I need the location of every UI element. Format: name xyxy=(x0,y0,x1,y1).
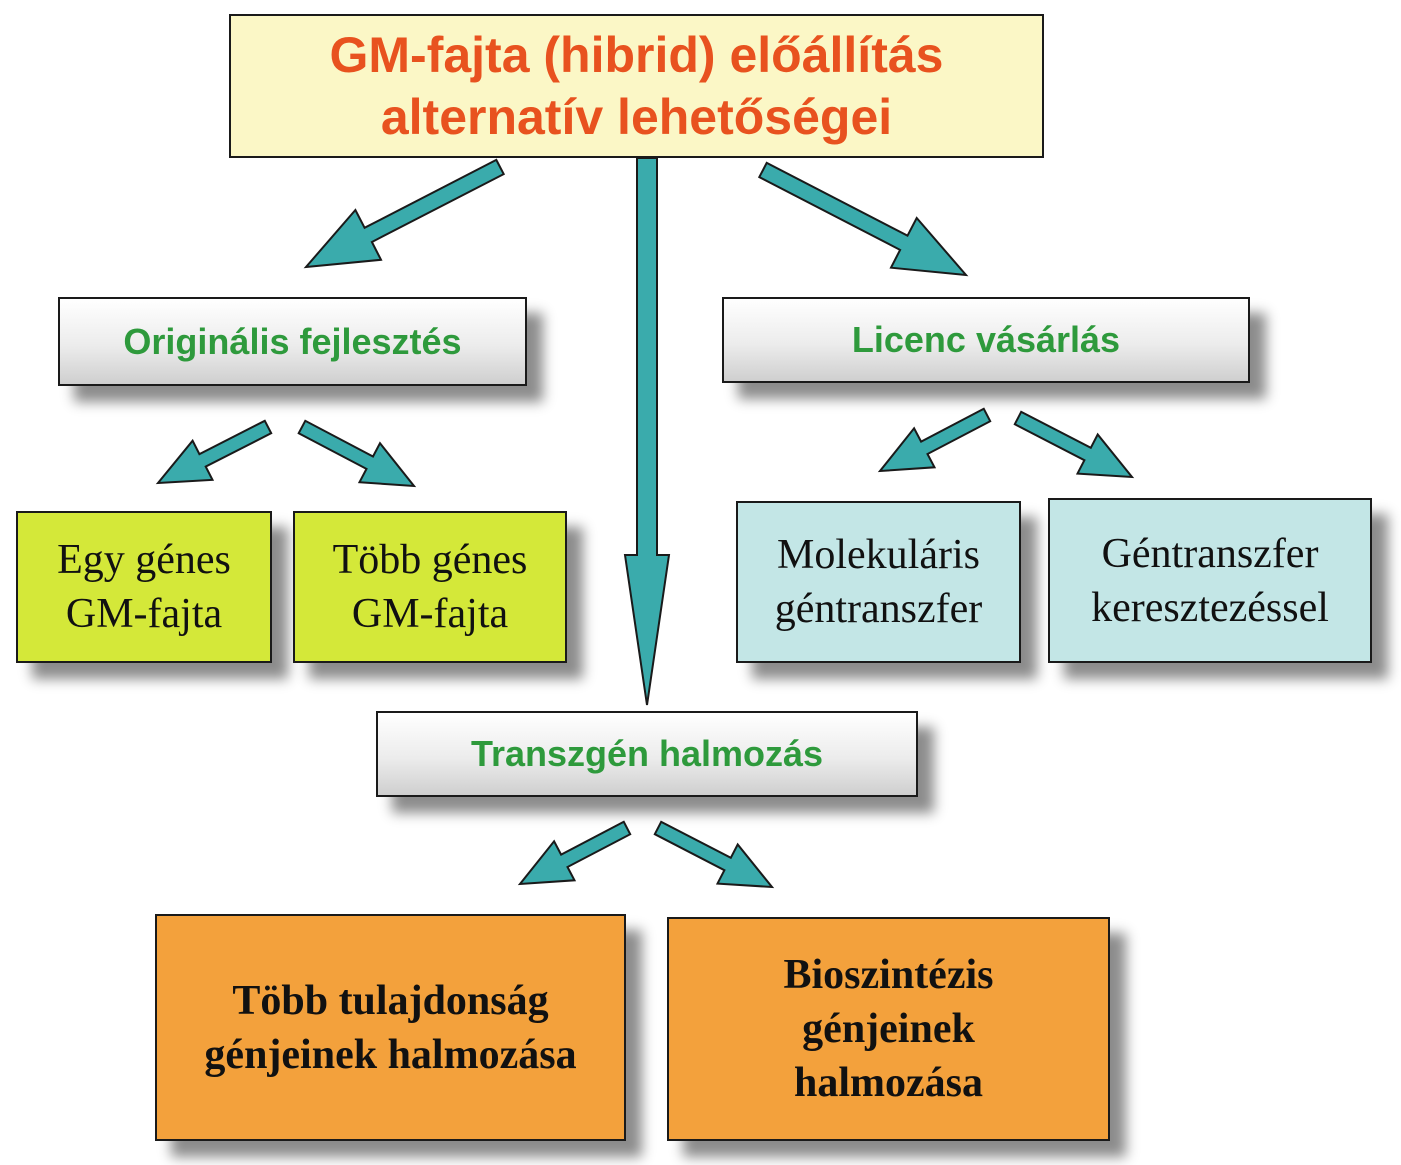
molecular-transfer-line-2: géntranszfer xyxy=(774,586,983,632)
arrow-to-molecular xyxy=(877,407,992,473)
multi-gene-box: Több génes GM-fajta xyxy=(293,511,567,663)
arrow-to-biosynthesis xyxy=(653,820,775,889)
biosynthesis-stacking-box: Bioszintézis génjeinek halmozása xyxy=(667,917,1110,1141)
single-gene-line-1: Egy génes xyxy=(57,537,231,583)
biosynthesis-line-3: halmozása xyxy=(794,1060,983,1106)
arrow-to-crossing xyxy=(1013,410,1135,479)
title-box: GM-fajta (hibrid) előállítás alternatív … xyxy=(229,14,1044,158)
title-line-1: GM-fajta (hibrid) előállítás xyxy=(329,27,944,83)
arrow-to-multi-trait xyxy=(517,820,632,886)
molecular-transfer-box: Molekuláris géntranszfer xyxy=(736,501,1021,663)
arrow-to-stacking xyxy=(623,157,671,706)
transgene-stacking-box: Transzgén halmozás xyxy=(376,711,918,797)
crossing-transfer-line-1: Géntranszfer xyxy=(1101,530,1319,577)
single-gene-line-2: GM-fajta xyxy=(65,591,223,637)
multi-trait-line-1: Több tulajdonság xyxy=(232,977,549,1024)
crossing-transfer-box: Géntranszfer keresztezéssel xyxy=(1048,498,1372,663)
multi-gene-line-1: Több génes xyxy=(332,537,528,583)
arrow-to-single-gene xyxy=(155,419,273,485)
multi-trait-line-2: génjeinek halmozása xyxy=(204,1031,577,1078)
arrow-to-licence xyxy=(757,161,969,277)
biosynthesis-line-2: génjeinek xyxy=(802,1006,975,1052)
molecular-transfer-line-1: Molekuláris xyxy=(777,532,980,578)
original-development-box: Originális fejlesztés xyxy=(58,297,527,386)
single-gene-box: Egy génes GM-fajta xyxy=(16,511,272,663)
transgene-stacking-label: Transzgén halmozás xyxy=(470,733,824,774)
biosynthesis-line-1: Bioszintézis xyxy=(783,952,994,998)
licence-purchase-box: Licenc vásárlás xyxy=(722,297,1250,383)
licence-purchase-label: Licenc vásárlás xyxy=(851,319,1121,360)
arrow-to-original xyxy=(303,158,506,269)
multi-trait-stacking-box: Több tulajdonság génjeinek halmozása xyxy=(155,914,626,1141)
crossing-transfer-line-2: keresztezéssel xyxy=(1091,584,1329,631)
original-development-label: Originális fejlesztés xyxy=(123,320,462,362)
title-line-2: alternatív lehetőségei xyxy=(380,89,893,145)
arrow-to-multi-gene xyxy=(297,419,417,488)
multi-gene-line-2: GM-fajta xyxy=(351,591,509,637)
